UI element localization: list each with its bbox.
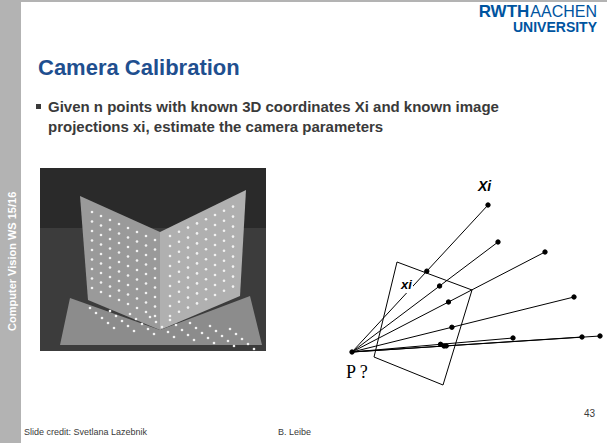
bullet-marker bbox=[36, 104, 41, 109]
logo-word: AACHEN bbox=[530, 3, 597, 21]
slide-title: Camera Calibration bbox=[38, 55, 240, 80]
author: B. Leibe bbox=[278, 427, 311, 437]
image-plane bbox=[374, 262, 472, 385]
bullet-text: Given n points with known 3D coordinates… bbox=[48, 97, 568, 137]
top-rule bbox=[21, 0, 607, 2]
projection-sketch bbox=[350, 203, 602, 385]
side-band bbox=[0, 0, 21, 443]
point-label: Xi bbox=[478, 178, 491, 194]
logo-word: RWTH bbox=[479, 2, 530, 22]
logo-word: UNIVERSITY bbox=[513, 19, 597, 35]
side-text: Computer Vision WS 15/16 bbox=[6, 181, 19, 341]
page-number: 43 bbox=[584, 408, 595, 420]
point-label: xi bbox=[400, 278, 413, 293]
calibration-photo bbox=[40, 168, 266, 351]
slide-credit: Slide credit: Svetlana Lazebnik bbox=[24, 427, 147, 437]
camera-label: P ? bbox=[346, 362, 368, 383]
